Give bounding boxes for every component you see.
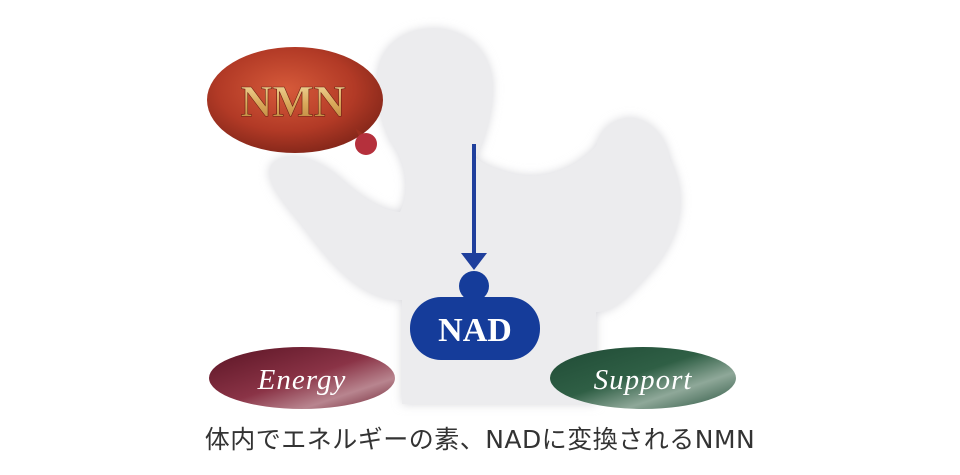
nad-head-dot [459,271,489,301]
support-label: Support [594,364,693,396]
support-node: Support [550,347,736,409]
nad-label: NAD [438,312,512,349]
arrow-down-icon [461,253,487,270]
flow-connector [368,141,487,270]
support-ellipse [550,347,736,409]
energy-ellipse [209,347,395,409]
energy-label: Energy [257,364,347,396]
energy-node: Energy [209,347,395,409]
nmn-label: NMN [240,77,345,126]
nmn-bubble: NMN [207,47,383,155]
nad-block [410,297,540,360]
nad-node: NAD [410,271,540,360]
nmn-ellipse [207,47,383,153]
nmn-connector-dot [355,133,377,155]
diagram-caption: 体内でエネルギーの素、NADに変換されるNMN [204,425,756,454]
